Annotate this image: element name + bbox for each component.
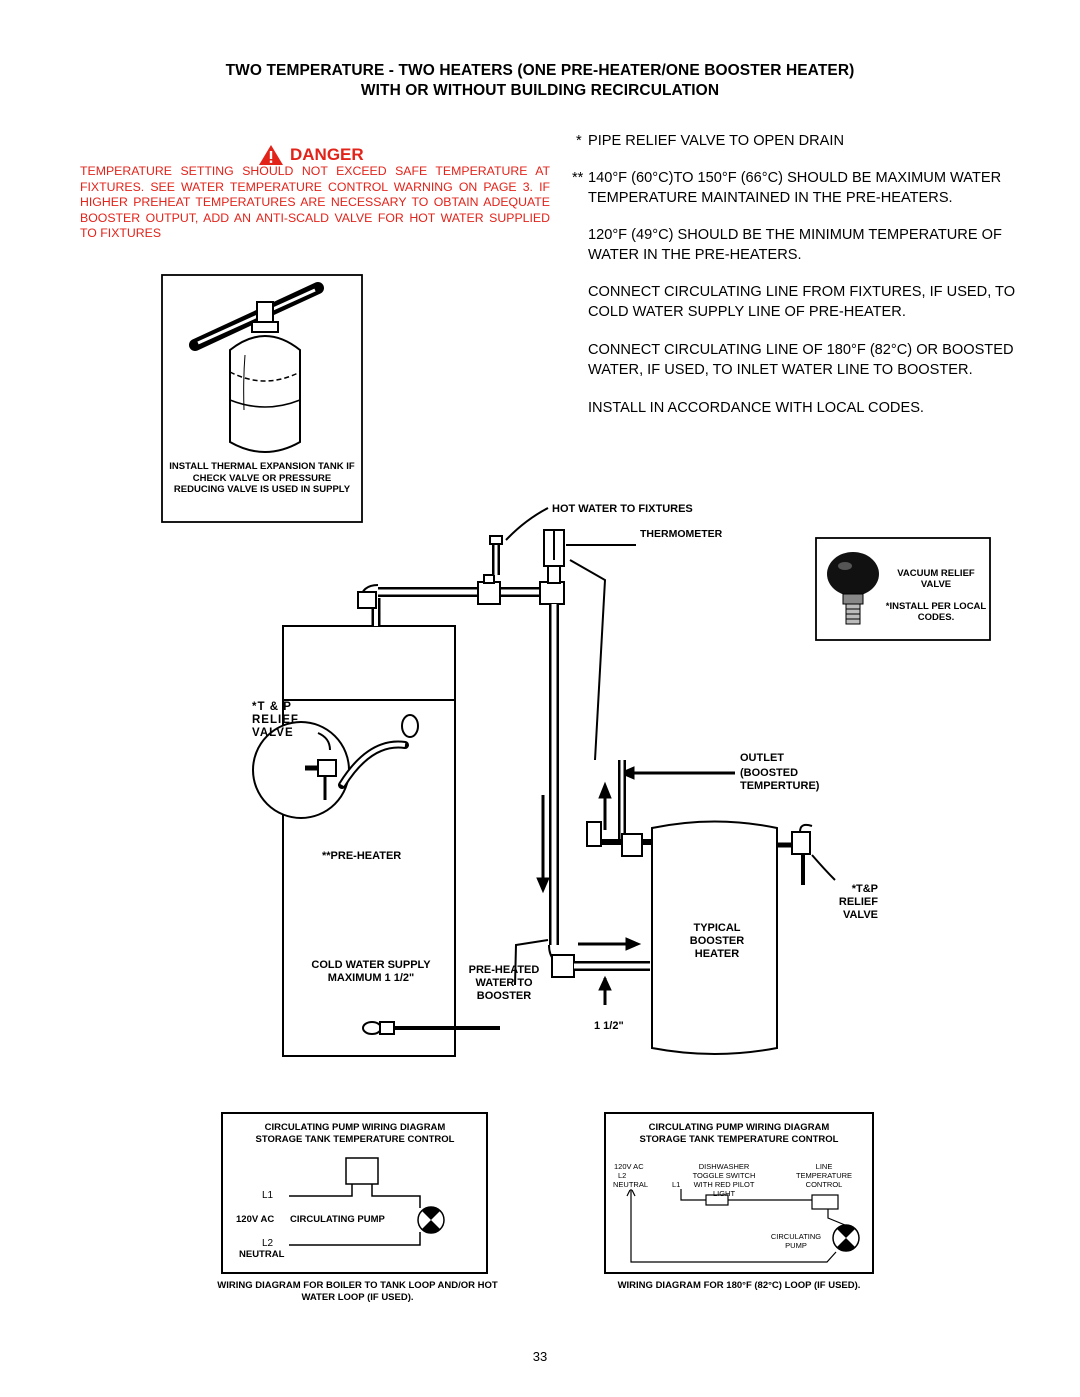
wiring-right-pump-label: CIRCULATING PUMP [770,1232,822,1250]
wiring-left-caption: WIRING DIAGRAM FOR BOILER TO TANK LOOP A… [217,1280,498,1303]
wiring-left-pump-label: CIRCULATING PUMP [290,1214,385,1225]
wiring-left-l1: L1 [262,1190,274,1201]
wiring-right-caption: WIRING DIAGRAM FOR 180°F (82°C) LOOP (IF… [617,1280,861,1291]
flow-arrows [536,766,735,1005]
circulating-pump-icon-right [832,1224,860,1252]
pipe-size-label: 1 1/2" [594,1020,624,1032]
wiring-left-neutral: NEUTRAL [239,1249,285,1260]
hot-water-to-fixtures-label: HOT WATER TO FIXTURES [552,503,693,515]
wiring-right-control-label: LINE TEMPERATURE CONTROL [795,1162,853,1189]
wiring-right-lines [626,1189,846,1263]
pre-heater-tank [282,625,456,1057]
expansion-tank-caption: INSTALL THERMAL EXPANSION TANK IF CHECK … [169,461,355,495]
wiring-left-lines [289,1157,421,1246]
wiring-right-neutral: NEUTRAL [613,1180,649,1189]
pre-heater-label: **PRE-HEATER [322,850,402,862]
danger-heading: DANGER [258,144,364,166]
circulating-pump-icon-left [417,1206,445,1234]
booster-heater-label: TYPICAL BOOSTER HEATER [689,922,745,960]
page-subtitle: WITH OR WITHOUT BUILDING RECIRCULATION [360,82,720,99]
cold-water-inlet [362,1021,500,1035]
tp-relief-valve-left [252,714,419,819]
cold-water-supply-label: COLD WATER SUPPLY MAXIMUM 1 1/2" [311,959,431,984]
danger-heading-text: DANGER [290,145,364,164]
wiring-left-box [221,1112,488,1274]
tp-relief-right-label: *T&P RELIEF VALVE [838,883,878,921]
wiring-left-title: CIRCULATING PUMP WIRING DIAGRAM [264,1122,446,1133]
page-title: TWO TEMPERATURE - TWO HEATERS (ONE PRE-H… [225,62,855,79]
wiring-right-title: CIRCULATING PUMP WIRING DIAGRAM [648,1122,830,1133]
wiring-right-l1: L1 [672,1180,681,1189]
warning-triangle-icon [259,145,283,165]
tp-relief-left-label: *T & P RELIEF VALVE [252,701,299,739]
wiring-left-supply: 120V AC [236,1214,275,1225]
vacuum-relief-valve-icon [827,552,879,625]
expansion-tank-icon [189,282,324,453]
danger-text: TEMPERATURE SETTING SHOULD NOT EXCEED SA… [80,164,550,241]
wiring-right-l2: L2 [618,1171,627,1180]
wiring-right-switch-label: DISHWASHER TOGGLE SWITCH WITH RED PILOT … [692,1162,756,1198]
vacuum-relief-label: VACUUM RELIEF VALVE [897,568,975,590]
vacuum-relief-box [815,537,991,641]
pre-heated-water-label: PRE-HEATED WATER TO BOOSTER [468,964,540,1002]
wiring-right-supply: 120V AC [614,1162,644,1171]
thermometer-label: THERMOMETER [640,528,723,540]
booster-heater [586,760,836,1055]
wiring-right-subtitle: STORAGE TANK TEMPERATURE CONTROL [639,1134,839,1145]
wiring-right-box [604,1112,874,1274]
boosted-temperature-label: (BOOSTED TEMPERTURE) [740,767,820,792]
wiring-left-l2: L2 [262,1238,274,1249]
callout-lines [505,507,636,986]
vacuum-relief-note: *INSTALL PER LOCAL CODES. [885,601,987,623]
hot-water-piping [357,529,650,978]
expansion-tank-box [161,274,363,523]
notes-list: * PIPE RELIEF VALVE TO OPEN DRAIN ** 140… [572,133,1016,416]
wiring-left-subtitle: STORAGE TANK TEMPERATURE CONTROL [255,1134,455,1145]
page-number: 33 [532,1349,548,1364]
outlet-label: OUTLET [740,752,784,764]
